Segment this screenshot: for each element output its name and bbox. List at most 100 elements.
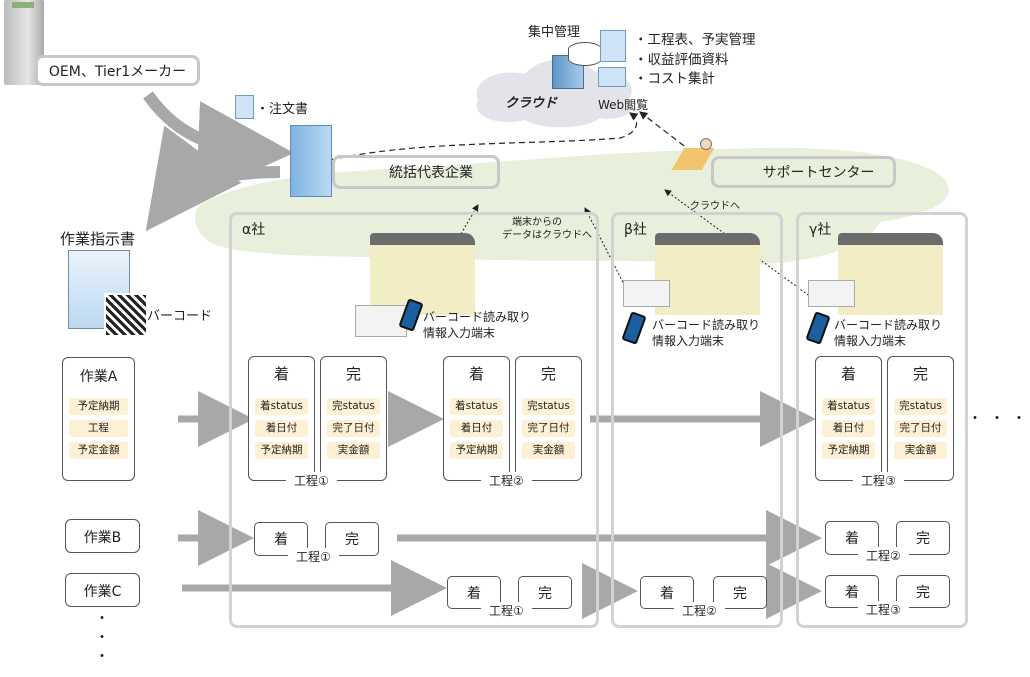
company-beta: β社 bbox=[611, 212, 783, 628]
cloud-item-1: ・収益評価資料 bbox=[634, 52, 729, 68]
operator-head-icon bbox=[700, 138, 712, 150]
complete-column: 完 完status 完了日付 実金額 bbox=[887, 356, 954, 481]
arrive-field: 着日付 bbox=[255, 420, 308, 437]
arrive-field: 予定納期 bbox=[450, 442, 503, 459]
worker-desk-icon bbox=[623, 280, 670, 307]
arrive-label: 着 bbox=[845, 584, 859, 601]
instructions-title: 作業指示書 bbox=[60, 230, 136, 248]
complete-field: 完了日付 bbox=[894, 420, 947, 437]
process-label: 工程② bbox=[858, 547, 909, 564]
arrive-field: 着status bbox=[822, 398, 875, 415]
company-gamma: γ社 bbox=[796, 212, 968, 628]
complete-label: 完 bbox=[538, 585, 552, 602]
factory-icon bbox=[370, 233, 475, 315]
process-label: 工程② bbox=[674, 602, 725, 619]
cloud-item-0: ・工程表、予実管理 bbox=[634, 32, 756, 48]
cloud-item-2: ・コスト集計 bbox=[634, 71, 715, 87]
arrive-label: 着 bbox=[274, 532, 288, 548]
complete-field: 実金額 bbox=[894, 442, 947, 459]
terminal-label-alpha-1: 情報入力端末 bbox=[423, 326, 496, 340]
task-c-arrive-p1: 着 bbox=[447, 576, 501, 609]
arrive-column: 着 着status 着日付 予定納期 bbox=[443, 356, 510, 481]
cloud-label: クラウド bbox=[505, 96, 558, 111]
terminal-label-beta-0: バーコード読み取り bbox=[652, 318, 761, 332]
task-a-title: 作業A bbox=[79, 369, 118, 385]
task-c-arrive-p2: 着 bbox=[640, 576, 694, 609]
task-a-field: 予定金額 bbox=[69, 442, 128, 459]
complete-label: 完 bbox=[345, 532, 359, 548]
process-label: 工程② bbox=[481, 472, 532, 489]
terminal-label-gamma-1: 情報入力端末 bbox=[834, 334, 907, 348]
process-label: 工程① bbox=[481, 602, 532, 619]
task-c-title: 作業C bbox=[83, 584, 122, 600]
terminal-label-gamma-0: バーコード読み取り bbox=[834, 318, 943, 332]
arrive-column-title: 着 bbox=[468, 365, 484, 383]
complete-field: 完了日付 bbox=[327, 420, 380, 437]
barcode-label: バーコード bbox=[147, 309, 213, 324]
process-group-1: 着 着status 着日付 予定納期 完 完status 完了日付 実金額 工程… bbox=[248, 356, 390, 491]
complete-field: 完status bbox=[522, 398, 575, 415]
arrive-label: 着 bbox=[660, 585, 674, 602]
task-b-title: 作業B bbox=[83, 530, 122, 546]
instruction-arrow bbox=[145, 125, 281, 232]
terminal-to-cloud-line-0: 端末からの bbox=[512, 217, 562, 228]
arrive-field: 着status bbox=[450, 398, 503, 415]
arrive-column-title: 着 bbox=[273, 365, 289, 383]
complete-label: 完 bbox=[733, 585, 747, 602]
task-a-card: 作業A 予定納期 工程 予定金額 bbox=[62, 357, 135, 481]
complete-column-title: 完 bbox=[540, 365, 556, 383]
task-c-complete-p2: 完 bbox=[713, 576, 767, 609]
web-browser-icon bbox=[598, 67, 626, 87]
complete-label: 完 bbox=[916, 531, 930, 547]
support-label: サポートセンター bbox=[762, 165, 875, 181]
task-b-card: 作業B bbox=[65, 519, 140, 553]
integrator-building-icon bbox=[290, 125, 332, 197]
complete-field: 実金額 bbox=[327, 442, 380, 459]
terminal-to-cloud-line-1: データはクラウドへ bbox=[502, 230, 592, 241]
support-label-box: サポートセンター bbox=[711, 156, 896, 188]
arrive-field: 着日付 bbox=[822, 420, 875, 437]
integrator-label-box: 統括代表企業 bbox=[332, 155, 500, 189]
arrive-label: 着 bbox=[467, 585, 481, 602]
order-document-label: ・注文書 bbox=[256, 102, 309, 117]
company-beta-name: β社 bbox=[624, 222, 647, 238]
factory-icon bbox=[838, 233, 943, 315]
arrive-field: 予定納期 bbox=[255, 442, 308, 459]
complete-field: 完status bbox=[327, 398, 380, 415]
task-b-arrive-p2: 着 bbox=[825, 521, 879, 555]
to-cloud-label: クラウドへ bbox=[690, 201, 740, 212]
process-group-3: 着 着status 着日付 予定納期 完 完status 完了日付 実金額 工程… bbox=[815, 356, 957, 491]
complete-column: 完 完status 完了日付 実金額 bbox=[320, 356, 387, 481]
arrive-field: 着日付 bbox=[450, 420, 503, 437]
task-c-complete-p1: 完 bbox=[518, 576, 572, 609]
task-a-field: 工程 bbox=[69, 420, 128, 437]
complete-column-title: 完 bbox=[345, 365, 361, 383]
order-document-icon bbox=[235, 95, 254, 119]
arrive-column: 着 着status 着日付 予定納期 bbox=[815, 356, 882, 481]
complete-column: 完 完status 完了日付 実金額 bbox=[515, 356, 582, 481]
company-alpha-name: α社 bbox=[242, 222, 266, 238]
continuation-dots: ・・・ bbox=[968, 411, 1030, 427]
arrive-column-title: 着 bbox=[840, 365, 856, 383]
oem-label-box: OEM、Tier1メーカー bbox=[35, 55, 200, 86]
complete-column-title: 完 bbox=[912, 365, 928, 383]
process-label: 工程① bbox=[288, 548, 339, 565]
terminal-label-alpha-0: バーコード読み取り bbox=[423, 310, 532, 324]
terminal-label-beta-1: 情報入力端末 bbox=[652, 334, 725, 348]
oem-label: OEM、Tier1メーカー bbox=[48, 63, 187, 80]
factory-icon bbox=[655, 233, 760, 315]
process-group-2: 着 着status 着日付 予定納期 完 完status 完了日付 実金額 工程… bbox=[443, 356, 585, 491]
task-c-card: 作業C bbox=[65, 573, 140, 607]
arrive-column: 着 着status 着日付 予定納期 bbox=[248, 356, 315, 481]
gray-cloud bbox=[476, 59, 632, 128]
database-icon bbox=[568, 42, 602, 66]
complete-field: 実金額 bbox=[522, 442, 575, 459]
more-tasks-dot: ・ bbox=[95, 611, 109, 627]
complete-label: 完 bbox=[916, 584, 930, 601]
process-label: 工程① bbox=[286, 472, 337, 489]
arrive-label: 着 bbox=[845, 531, 859, 547]
more-tasks-dot: ・ bbox=[95, 630, 109, 646]
report-document-icon bbox=[600, 30, 626, 62]
web-view-label: Web閲覧 bbox=[598, 98, 649, 112]
qr-code-icon bbox=[104, 293, 148, 337]
